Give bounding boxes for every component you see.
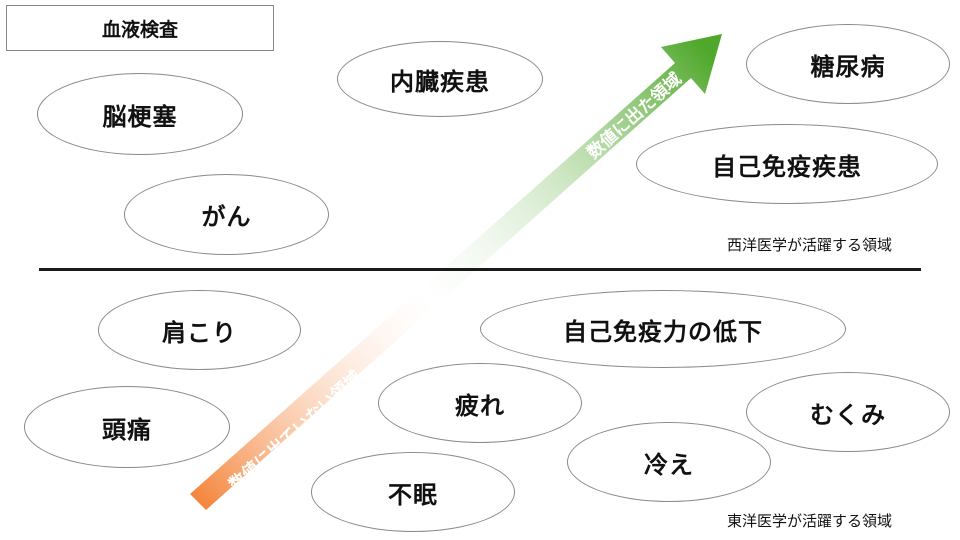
ellipse-headache: 頭痛 xyxy=(24,386,230,468)
arrow-shape xyxy=(190,34,722,510)
ellipse-cancer: がん xyxy=(124,174,329,255)
lower-caption: 東洋医学が活躍する領域 xyxy=(727,512,893,530)
ellipse-internal-disease: 内臓疾患 xyxy=(337,41,543,117)
ellipse-fatigue: 疲れ xyxy=(378,363,582,443)
upper-caption: 西洋医学が活躍する領域 xyxy=(727,236,893,254)
ellipse-cold: 冷え xyxy=(567,422,771,502)
ellipse-autoimmune-disease: 自己免疫疾患 xyxy=(636,124,938,204)
ellipse-stiff-shoulders: 肩こり xyxy=(98,290,301,370)
ellipse-diabetes: 糖尿病 xyxy=(746,24,950,104)
ellipse-stroke: 脳梗塞 xyxy=(37,73,243,155)
region-divider xyxy=(39,268,921,271)
ellipse-immunity-decline: 自己免疫力の低下 xyxy=(480,290,846,368)
blood-test-title: 血液検査 xyxy=(6,5,274,51)
ellipse-swelling: むくみ xyxy=(746,372,950,452)
ellipse-insomnia: 不眠 xyxy=(311,452,515,532)
